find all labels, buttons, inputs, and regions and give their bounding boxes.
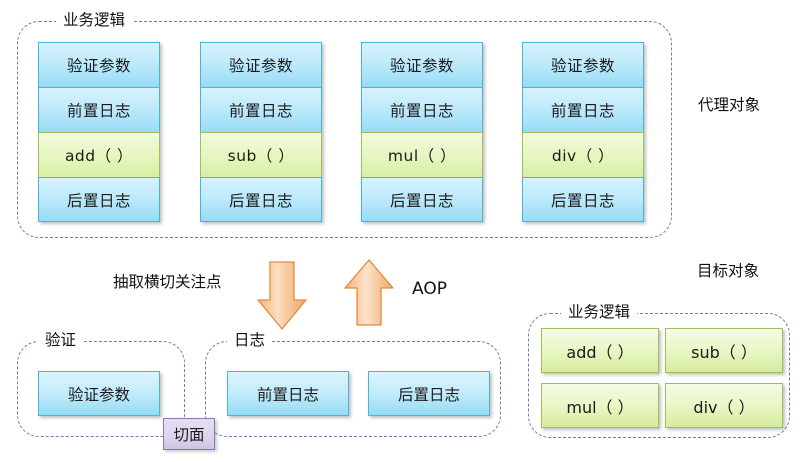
proxy-business-logic-group	[17, 21, 672, 238]
cell-method-div[interactable]: div（ ）	[522, 132, 644, 177]
proxy-object-title: 代理对象	[698, 96, 761, 114]
cell-validate-params[interactable]: 验证参数	[361, 42, 483, 87]
aop-label: AOP	[412, 279, 447, 299]
proxy-business-logic-group-label: 业务逻辑	[56, 11, 133, 30]
validation-group	[17, 341, 185, 437]
down-arrow-icon	[256, 260, 308, 332]
cell-before-log[interactable]: 前置日志	[522, 87, 644, 132]
target-method-sub[interactable]: sub（ ）	[665, 328, 783, 373]
chip-after-log[interactable]: 后置日志	[368, 371, 490, 416]
target-method-div[interactable]: div（ ）	[665, 383, 783, 428]
cell-before-log[interactable]: 前置日志	[38, 87, 160, 132]
proxy-column-div: 验证参数 前置日志 div（ ） 后置日志	[522, 42, 644, 222]
target-object-title: 目标对象	[697, 262, 760, 280]
target-business-logic-group	[528, 313, 790, 438]
log-group-label: 日志	[227, 331, 273, 350]
cell-validate-params[interactable]: 验证参数	[522, 42, 644, 87]
aspect-badge[interactable]: 切面	[163, 418, 215, 450]
cell-method-sub[interactable]: sub（ ）	[200, 132, 322, 177]
cell-method-add[interactable]: add（ ）	[38, 132, 160, 177]
up-arrow-icon	[343, 258, 395, 328]
cell-validate-params[interactable]: 验证参数	[38, 42, 160, 87]
cell-before-log[interactable]: 前置日志	[361, 87, 483, 132]
cell-validate-params[interactable]: 验证参数	[200, 42, 322, 87]
proxy-column-sub: 验证参数 前置日志 sub（ ） 后置日志	[200, 42, 322, 222]
target-method-mul[interactable]: mul（ ）	[541, 383, 659, 428]
target-business-logic-group-label: 业务逻辑	[561, 303, 638, 322]
cell-after-log[interactable]: 后置日志	[361, 177, 483, 222]
proxy-column-add: 验证参数 前置日志 add（ ） 后置日志	[38, 42, 160, 222]
cell-method-mul[interactable]: mul（ ）	[361, 132, 483, 177]
validation-group-label: 验证	[38, 331, 84, 350]
cell-before-log[interactable]: 前置日志	[200, 87, 322, 132]
proxy-column-mul: 验证参数 前置日志 mul（ ） 后置日志	[361, 42, 483, 222]
target-method-add[interactable]: add（ ）	[541, 328, 659, 373]
extract-crosscutting-label: 抽取横切关注点	[113, 273, 222, 291]
chip-validate-params[interactable]: 验证参数	[38, 371, 160, 416]
log-group	[205, 341, 501, 437]
cell-after-log[interactable]: 后置日志	[200, 177, 322, 222]
chip-before-log[interactable]: 前置日志	[227, 371, 349, 416]
cell-after-log[interactable]: 后置日志	[38, 177, 160, 222]
cell-after-log[interactable]: 后置日志	[522, 177, 644, 222]
